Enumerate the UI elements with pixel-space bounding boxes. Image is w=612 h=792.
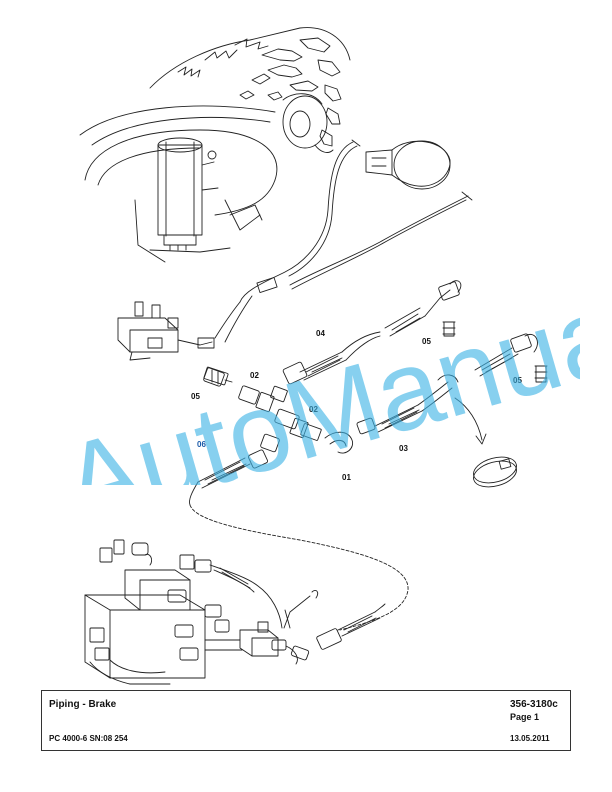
callout-05-upper: 05 <box>422 337 431 346</box>
callout-04: 04 <box>316 329 325 338</box>
callout-05-right: 05 <box>513 376 522 385</box>
dashed-routing-line <box>189 504 409 631</box>
piping-diagram: 04 05 05 05 02 02 06 01 03 <box>79 27 548 685</box>
drive-motor <box>365 140 451 190</box>
hose-03 <box>374 374 459 433</box>
brake-cylinder <box>157 137 219 251</box>
hose-upper-right <box>384 280 462 337</box>
callout-labels: 04 05 05 05 02 02 06 01 03 <box>191 329 522 482</box>
hose-04 <box>282 331 381 385</box>
lower-manifold <box>84 539 243 685</box>
title-block: Piping - Brake 356-3180c Page 1 PC 4000-… <box>41 690 571 751</box>
drawing-title: Piping - Brake <box>49 699 117 710</box>
callout-06: 06 <box>197 440 206 449</box>
fitting-cluster <box>203 367 376 454</box>
lower-valve <box>239 621 310 665</box>
callout-01: 01 <box>342 473 351 482</box>
hose-06 <box>189 449 269 506</box>
document-date: 13.05.2011 <box>510 734 550 743</box>
upper-brake-lines <box>214 139 473 343</box>
document-number: 356-3180c <box>510 699 558 710</box>
model-serial: PC 4000-6 SN:08 254 <box>49 734 128 743</box>
page-number: Page 1 <box>510 712 540 722</box>
upper-valve-block <box>117 301 215 361</box>
lower-hoses <box>209 564 386 650</box>
callout-05-left: 05 <box>191 392 200 401</box>
callout-02-upper: 02 <box>250 371 259 380</box>
fitting-05-left <box>203 366 229 386</box>
hose-clamp-detail <box>454 397 517 488</box>
track-undercarriage <box>149 27 351 153</box>
callout-02-lower: 02 <box>309 405 318 414</box>
swing-circle <box>79 93 328 263</box>
hose-right-elbow <box>474 333 548 383</box>
callout-03: 03 <box>399 444 408 453</box>
